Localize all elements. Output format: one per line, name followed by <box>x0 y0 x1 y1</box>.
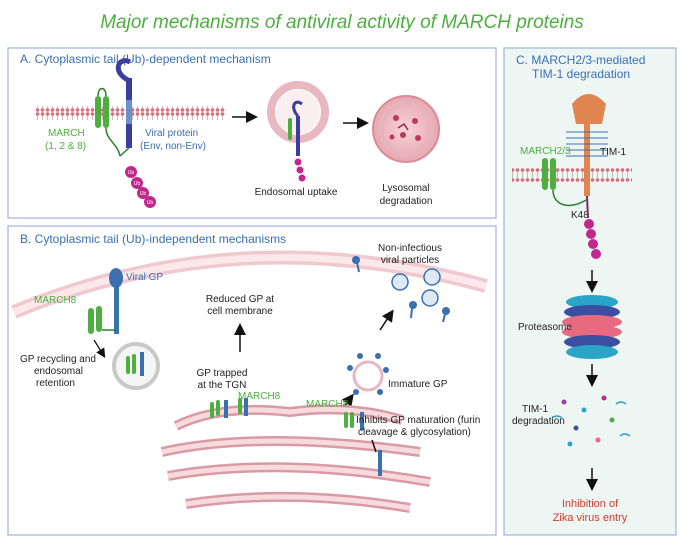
k48-label: K48 <box>571 210 589 221</box>
lysosomal-label: Lysosomal <box>382 183 429 194</box>
viral-gp-label: Viral GP <box>126 272 163 283</box>
viral-protein <box>115 58 132 148</box>
march8-golgi-label: MARCH8 <box>306 399 349 410</box>
gp-recycling-label-2: endosomal <box>34 366 83 377</box>
inhibition-bar <box>371 439 377 453</box>
recycling-vesicle <box>112 342 160 390</box>
arrow-to-particles <box>379 309 394 331</box>
panel-a-heading: A. Cytoplasmic tail (Ub)-dependent mecha… <box>20 52 271 66</box>
panel-c-heading: C. MARCH2/3-mediated <box>516 53 645 67</box>
reduced-gp-label-2: cell membrane <box>207 306 273 317</box>
tim1-label: TIM-1 <box>600 147 627 158</box>
panel-c: C. MARCH2/3-mediated TIM-1 degradation T… <box>503 47 677 536</box>
reduced-gp-label: Reduced GP at <box>206 294 274 305</box>
noninfectious-label-2: viral particles <box>381 255 439 266</box>
march-protein <box>95 87 121 157</box>
lysosome <box>372 95 440 163</box>
gp-trapped-label: GP trapped <box>197 368 248 379</box>
inhibition-label: Inhibition of <box>562 498 619 510</box>
ub-text: Ub <box>147 200 154 206</box>
tim1-degradation-label-2: degradation <box>512 416 565 427</box>
proteasome-label: Proteasome <box>518 322 572 333</box>
gp-trapped-label-2: at the TGN <box>198 380 247 391</box>
golgi-tgn <box>160 404 431 513</box>
lysosomal-label-sub: degradation <box>380 196 433 207</box>
march8-tgn-label: MARCH8 <box>238 391 281 402</box>
tim1-degradation-label: TIM-1 <box>522 404 549 415</box>
degradation-fragments <box>551 395 631 447</box>
golgi-march8-gp <box>344 412 382 476</box>
viral-protein-label-sub: (Env, non-Env) <box>140 141 206 152</box>
ub-text: Ub <box>134 181 141 187</box>
march-label-sub: (1, 2 & 8) <box>45 141 86 152</box>
arrow-to-recycling <box>93 339 106 359</box>
noninfectious-label: Non-infectious <box>378 243 442 254</box>
ub-text: Ub <box>140 191 147 197</box>
viral-protein-label: Viral protein <box>145 128 198 139</box>
tim1-protein <box>566 94 608 196</box>
figure-title: Major mechanisms of antiviral activity o… <box>100 12 584 33</box>
march8-label: MARCH8 <box>34 295 77 306</box>
panel-b-heading: B. Cytoplasmic tail (Ub)-independent mec… <box>20 232 286 246</box>
inhibits-maturation-label: Inhibits GP maturation (furin <box>356 415 480 426</box>
ub-chain: Ub Ub Ub Ub <box>125 166 156 208</box>
march23-label: MARCH2/3 <box>520 146 571 157</box>
tgn-march8-gp <box>210 398 248 418</box>
ub-text: Ub <box>128 170 135 176</box>
inhibition-label-2: Zika virus entry <box>553 512 628 524</box>
endosomal-uptake-label: Endosomal uptake <box>255 187 338 198</box>
march8-viral-gp <box>88 268 123 334</box>
endosome <box>267 81 329 182</box>
inhibits-maturation-label-2: cleavage & glycosylation) <box>358 427 471 438</box>
viral-particles <box>391 268 441 307</box>
immature-gp-vesicle <box>347 353 389 395</box>
gp-recycling-label: GP recycling and <box>20 354 96 365</box>
march23-protein <box>542 158 587 207</box>
membrane-gps <box>352 256 450 323</box>
panel-a: A. Cytoplasmic tail (Ub)-dependent mecha… <box>7 47 497 219</box>
gp-recycling-label-3: retention <box>36 378 75 389</box>
panel-b: B. Cytoplasmic tail (Ub)-independent mec… <box>7 225 497 536</box>
immature-gp-label: Immature GP <box>388 379 448 390</box>
k48-ub-chain <box>584 195 601 259</box>
panel-c-membrane <box>512 168 632 182</box>
panel-c-heading-2: TIM-1 degradation <box>532 67 630 81</box>
proteasome <box>562 295 622 359</box>
march-label: MARCH <box>48 128 85 139</box>
